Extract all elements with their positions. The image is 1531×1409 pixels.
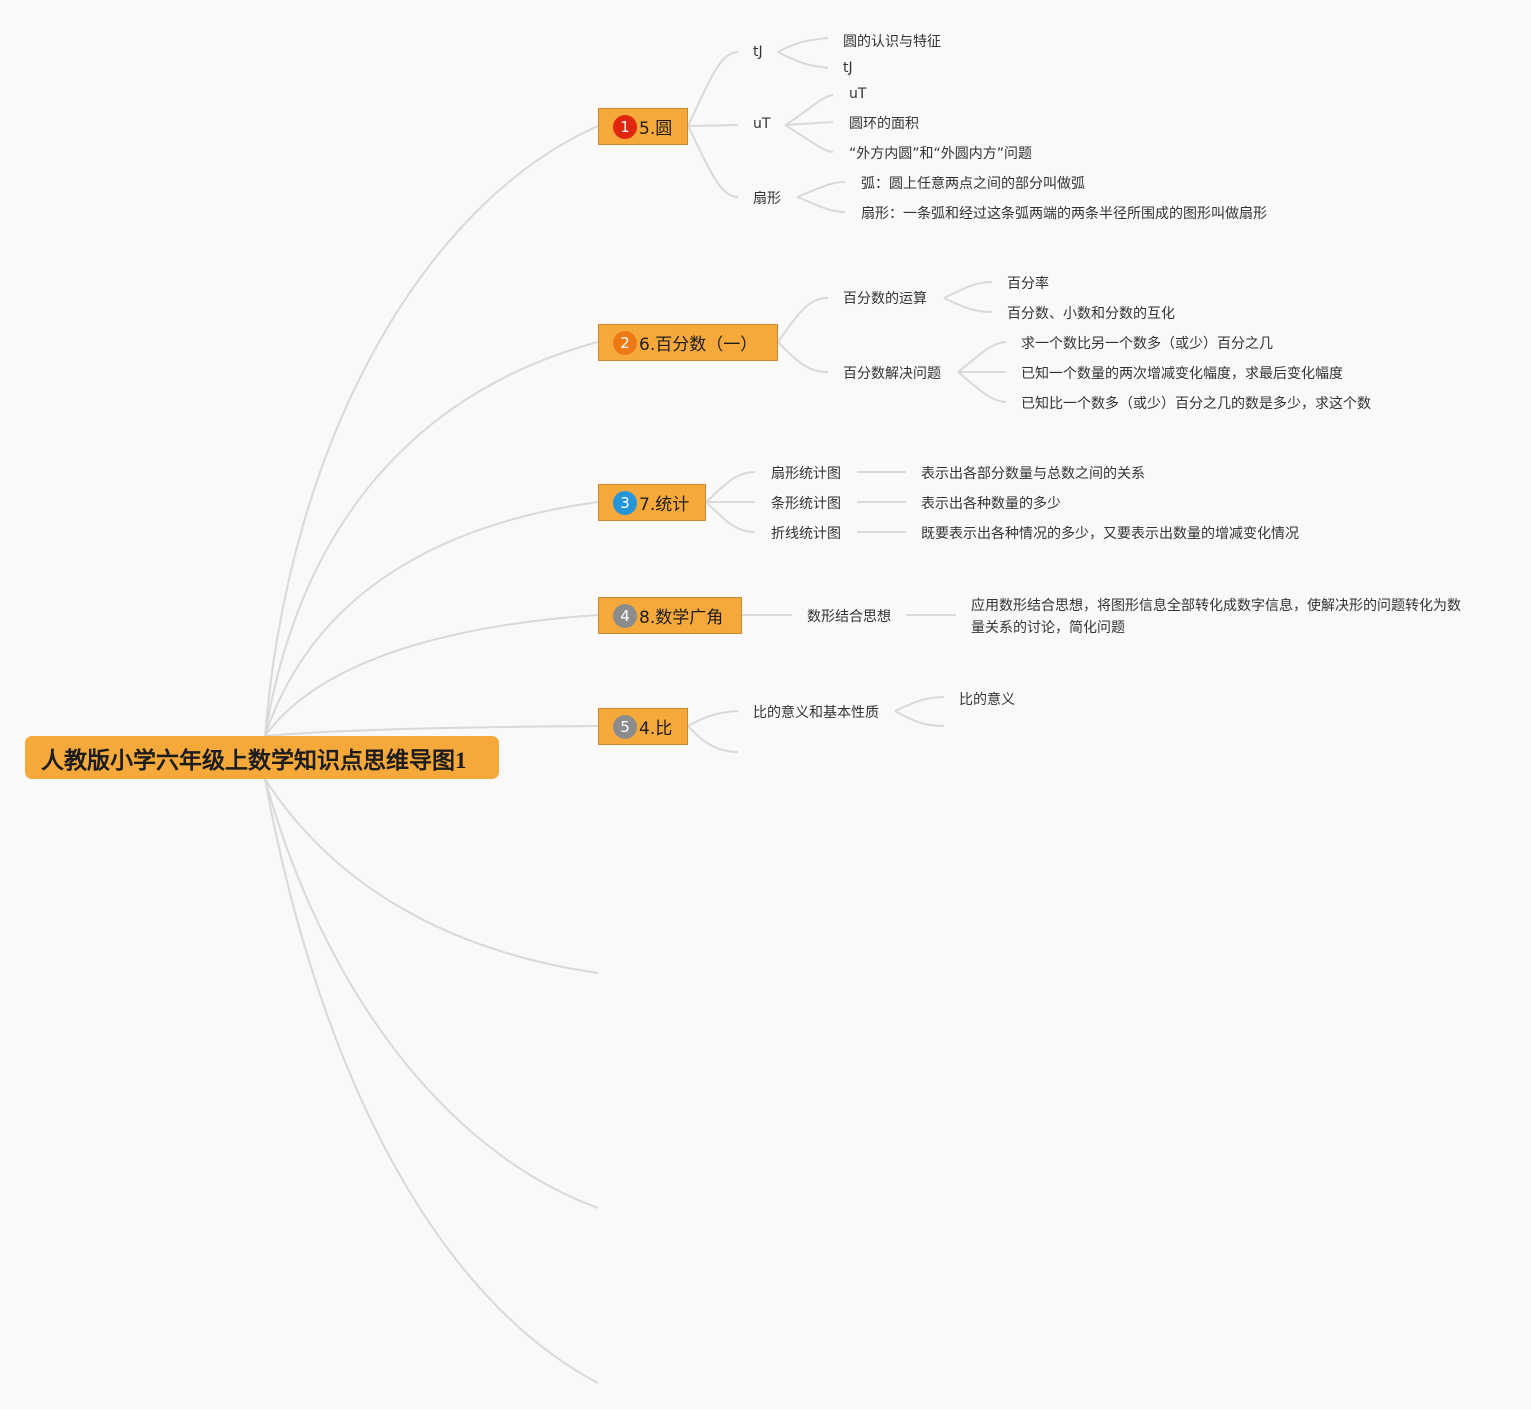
subtopic-label[interactable]: 比的意义和基本性质 — [753, 705, 879, 721]
topic-label: 4.比 — [639, 719, 673, 739]
leaf-label[interactable]: 圆的认识与特征 — [843, 34, 941, 50]
subtopic-label[interactable]: 百分数的运算 — [843, 291, 927, 307]
leaf-label[interactable]: 应用数形结合思想，将图形信息全部转化成数字信息，使解决形的问题转化为数量关系的讨… — [971, 598, 1461, 636]
leaf-label[interactable]: 表示出各种数量的多少 — [921, 496, 1061, 512]
leaf-label[interactable]: 既要表示出各种情况的多少，又要表示出数量的增减变化情况 — [921, 526, 1299, 542]
priority-badge: 4 — [613, 603, 637, 628]
leaf-label[interactable]: 扇形：一条弧和经过这条弧两端的两条半径所围成的图形叫做扇形 — [861, 206, 1267, 222]
leaf-label[interactable]: 百分率 — [1007, 276, 1049, 292]
topic-label: 8.数学广角 — [639, 608, 724, 628]
root-topic[interactable]: 人教版小学六年级上数学知识点思维导图1 — [25, 736, 499, 779]
leaf-label[interactable]: tJ — [843, 60, 853, 76]
priority-badge: 2 — [613, 330, 637, 355]
leaf-label[interactable]: 求一个数比另一个数多（或少）百分之几 — [1021, 336, 1273, 352]
leaf-label[interactable]: 比的意义 — [959, 692, 1015, 708]
priority-badge: 5 — [613, 714, 637, 739]
leaf-label[interactable]: 弧：圆上任意两点之间的部分叫做弧 — [861, 176, 1085, 192]
topic-statistics[interactable]: 3 7.统计 — [598, 484, 706, 521]
topic-math-wide-angle[interactable]: 4 8.数学广角 — [598, 597, 742, 634]
topic-label: 6.百分数（一） — [639, 335, 758, 355]
topic-circle[interactable]: 1 5.圆 — [598, 108, 688, 145]
root-title: 人教版小学六年级上数学知识点思维导图1 — [41, 747, 467, 773]
subtopic-label[interactable]: 扇形统计图 — [771, 466, 841, 482]
priority-badge: 3 — [613, 490, 637, 515]
subtopic-label[interactable]: 数形结合思想 — [807, 609, 891, 625]
subtopic-label[interactable]: 条形统计图 — [771, 496, 841, 512]
subtopic-label[interactable]: 扇形 — [753, 191, 781, 207]
priority-badge: 1 — [613, 114, 637, 139]
leaf-label[interactable]: uT — [849, 86, 867, 102]
subtopic-label[interactable]: 折线统计图 — [771, 526, 841, 542]
subtopic-label[interactable]: uT — [753, 116, 771, 132]
leaf-label[interactable]: 圆环的面积 — [849, 116, 919, 132]
leaf-label[interactable]: 已知一个数量的两次增减变化幅度，求最后变化幅度 — [1021, 366, 1343, 382]
topic-label: 5.圆 — [639, 119, 673, 139]
leaf-label[interactable]: “外方内圆”和“外圆内方”问题 — [849, 146, 1033, 162]
leaf-label[interactable]: 已知比一个数多（或少）百分之几的数是多少，求这个数 — [1021, 396, 1371, 412]
leaf-label[interactable]: 表示出各部分数量与总数之间的关系 — [921, 466, 1145, 482]
topic-percentage[interactable]: 2 6.百分数（一） — [598, 324, 778, 361]
leaf-label[interactable]: 百分数、小数和分数的互化 — [1007, 306, 1175, 322]
topic-label: 7.统计 — [639, 495, 690, 515]
subtopic-label[interactable]: tJ — [753, 44, 763, 60]
topic-ratio[interactable]: 5 4.比 — [598, 708, 688, 745]
subtopic-label[interactable]: 百分数解决问题 — [843, 366, 941, 382]
